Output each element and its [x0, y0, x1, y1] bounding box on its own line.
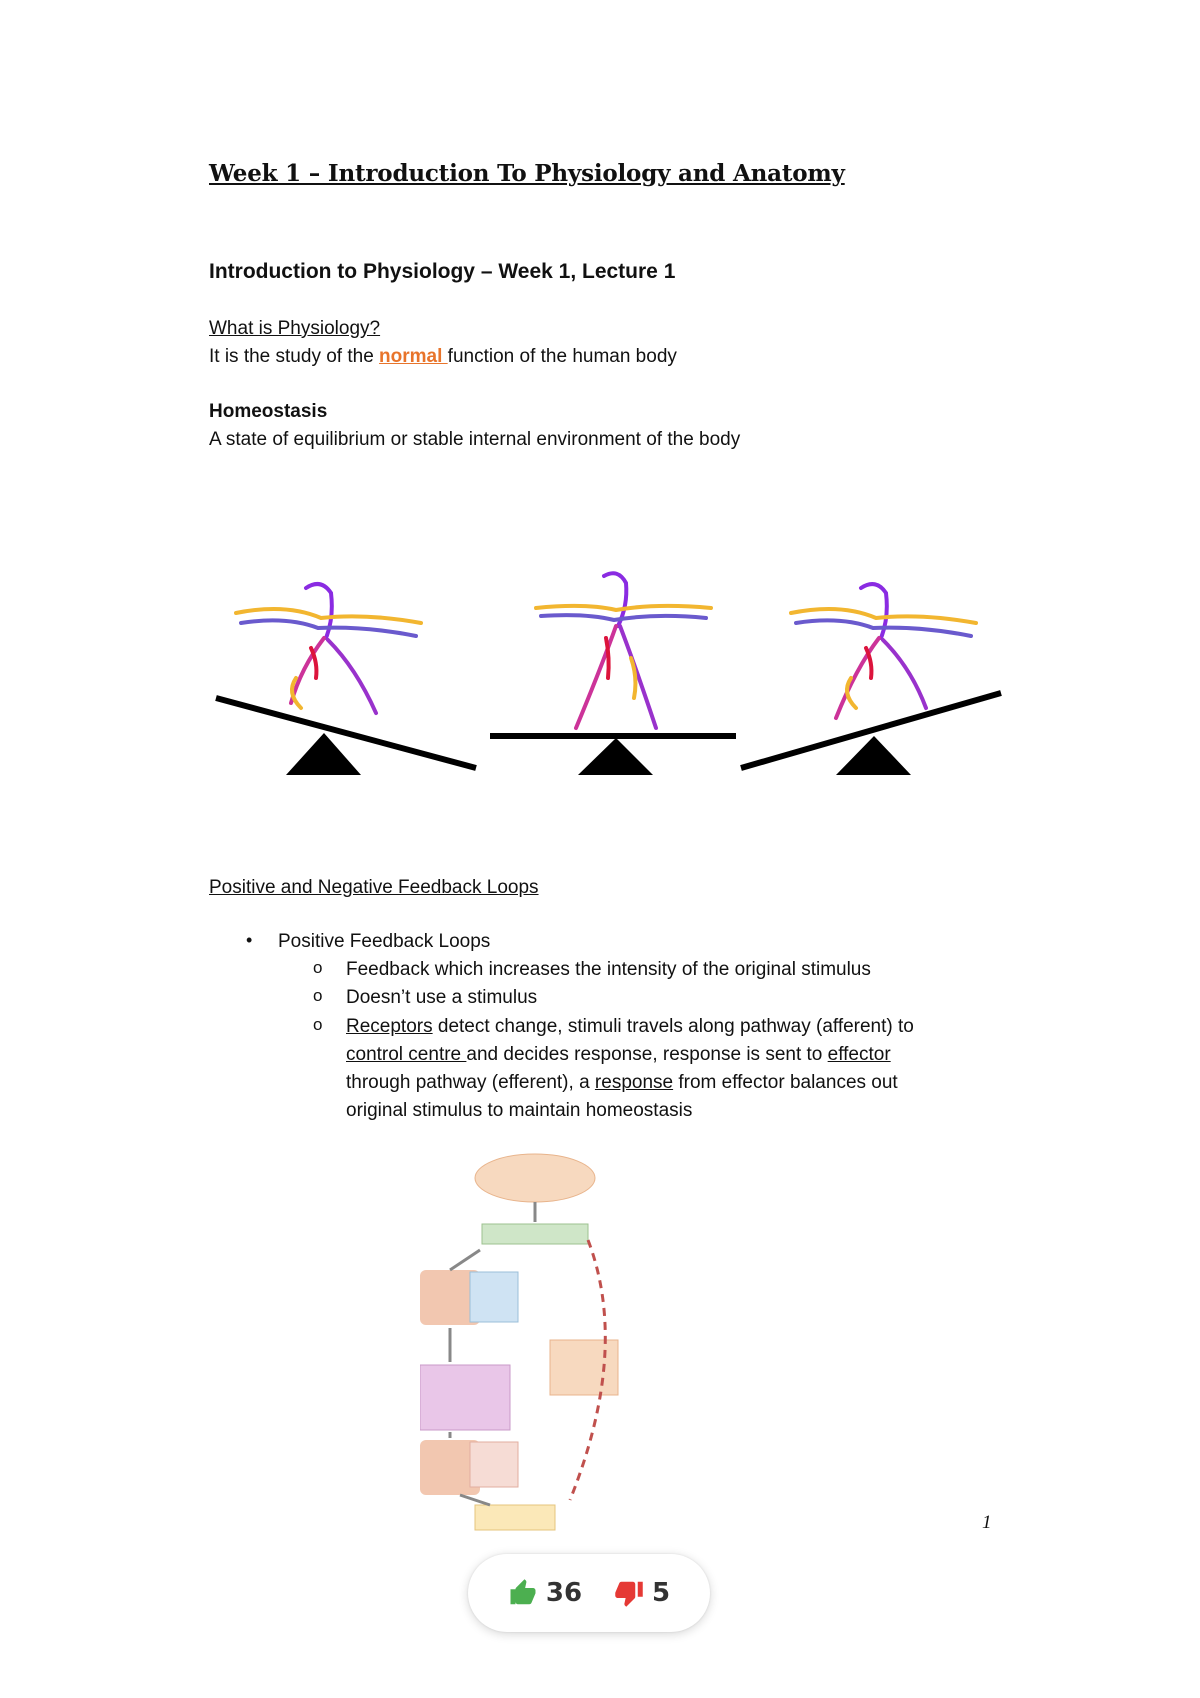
upvote-count: 36 [545, 1578, 583, 1608]
sub-bullet-2: Doesn’t use a stimulus [346, 987, 538, 1008]
document-title: Week 1 – Introduction To Physiology and … [209, 160, 845, 187]
sub3-text-1: detect change, stimuli travels along pat… [432, 1016, 914, 1037]
homeostasis-seesaw-illustration [206, 568, 1006, 783]
vote-bar: 36 5 [468, 1554, 710, 1632]
sub3-text-3: through pathway (efferent), a [346, 1072, 595, 1093]
answer-highlight-normal: normal [379, 346, 448, 367]
answer-before: It is the study of the [209, 346, 380, 367]
homeostasis-heading: Homeostasis [209, 401, 328, 422]
page-number: 1 [982, 1512, 992, 1533]
physiology-answer: It is the study of the normal function o… [209, 343, 677, 371]
lecture-heading: Introduction to Physiology – Week 1, Lec… [209, 260, 676, 283]
sub3-line4: original stimulus to maintain homeostasi… [346, 1100, 693, 1121]
term-response: response [594, 1072, 674, 1093]
sub-bullet-marker: o [313, 958, 323, 977]
sub3-line3: through pathway (efferent), a response f… [346, 1069, 986, 1097]
downvote-count: 5 [652, 1578, 671, 1608]
downvote-button[interactable]: 5 [614, 1578, 670, 1608]
homeostasis-definition: A state of equilibrium or stable interna… [209, 429, 741, 450]
seesaw-right-tilt [740, 582, 1002, 775]
thumbs-down-icon [614, 1578, 644, 1608]
thumbs-up-icon [508, 1578, 538, 1608]
feedback-loop-diagram [419, 1150, 650, 1540]
physiology-question: What is Physiology? [209, 318, 381, 339]
seesaw-illustration-svg [215, 571, 1002, 775]
sub3-text-2: and decides response, response is sent t… [466, 1044, 828, 1065]
sub-bullet-1: Feedback which increases the intensity o… [346, 959, 871, 980]
sub3-text-4: from effector balances out [673, 1072, 898, 1093]
sub3-line1: Receptors detect change, stimuli travels… [346, 1013, 986, 1041]
bullet-positive-loops: Positive Feedback Loops [278, 931, 491, 952]
feedback-diagram-svg [419, 1153, 619, 1531]
upvote-button[interactable]: 36 [508, 1578, 582, 1608]
term-control-centre: control centre [346, 1044, 467, 1065]
sub3-line2: control centre and decides response, res… [346, 1041, 986, 1069]
seesaw-left-tilt [215, 582, 477, 775]
feedback-heading: Positive and Negative Feedback Loops [209, 877, 539, 898]
term-effector: effector [827, 1044, 891, 1065]
seesaw-level [490, 571, 736, 775]
bullet-dot: • [246, 930, 253, 950]
answer-after: function of the human body [447, 346, 677, 367]
sub-bullet-marker: o [313, 1015, 323, 1034]
sub-bullet-marker: o [313, 986, 323, 1005]
sub-bullet-3: Receptors detect change, stimuli travels… [346, 1013, 986, 1125]
term-receptors: Receptors [346, 1016, 433, 1037]
